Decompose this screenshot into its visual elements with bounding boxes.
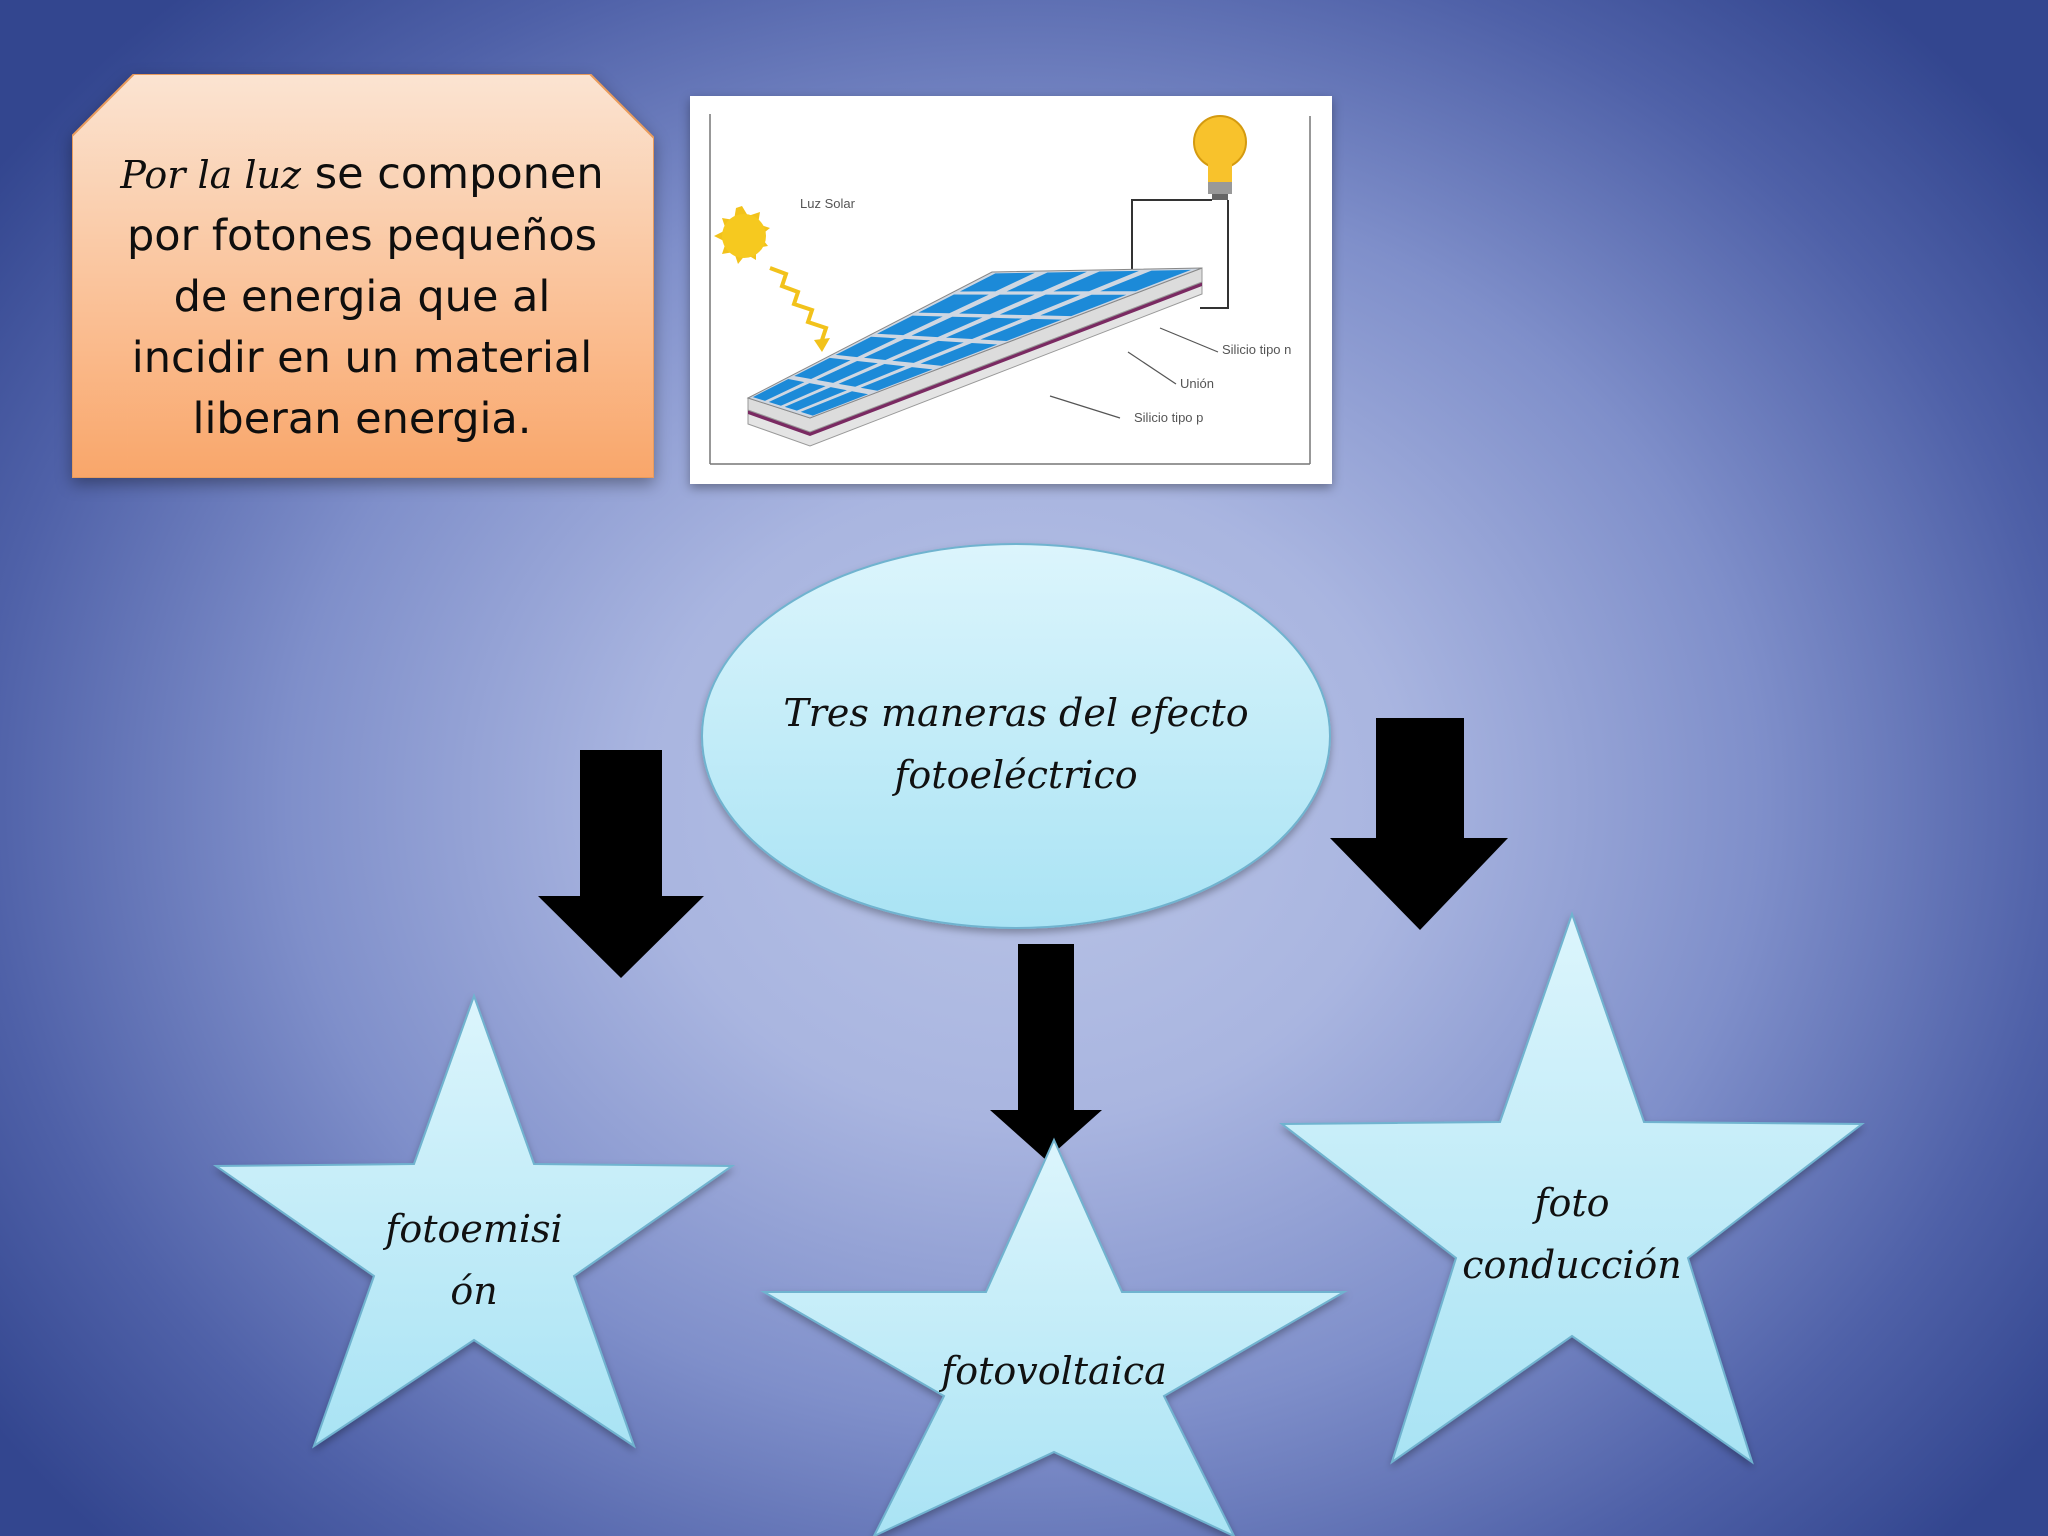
solar-cell (1006, 271, 1087, 292)
solar-cell (959, 272, 1035, 292)
label-sun: Luz Solar (800, 196, 856, 211)
solar-panel-illustration: Luz Solar Silicio tipo n Unión Silicio t… (690, 96, 1332, 484)
star-fotoconduccion-line1: foto (1534, 1181, 1610, 1225)
center-node-text: Tres maneras del efecto fotoeléctrico (756, 682, 1276, 806)
photo-frame-lines (709, 114, 1311, 465)
star-fotovoltaica-line1: fotovoltaica (941, 1349, 1167, 1393)
center-node-line1: Tres maneras del efecto (783, 691, 1249, 735)
callout-body: se componen por fotones pequeños de ener… (126, 149, 604, 444)
star-text-fotoemision: fotoemisi ón (334, 1198, 614, 1322)
callout-box: Por la luz se componen por fotones peque… (72, 74, 654, 478)
arrow-down-icon-center (990, 944, 1102, 1160)
star-fotoemision-line2: ón (450, 1269, 498, 1313)
sun-ray-icon (769, 266, 829, 341)
solar-cell (980, 318, 1062, 341)
star-shape-fotoemision (212, 993, 736, 1449)
solar-cell (959, 294, 1035, 315)
solar-cell (877, 315, 943, 336)
star-shape-fotovoltaica (760, 1137, 1348, 1536)
solar-cell (920, 342, 998, 366)
sun-icon (714, 206, 770, 264)
wire-left (1131, 199, 1212, 282)
label-silicon-n: Silicio tipo n (1222, 342, 1291, 357)
solar-cell (1100, 269, 1192, 292)
star-text-fotovoltaica: fotovoltaica (894, 1340, 1214, 1402)
solar-cell (768, 383, 826, 406)
solar-cell (999, 294, 1081, 316)
solar-cell (1053, 270, 1139, 292)
solar-cell (945, 317, 1023, 340)
solar-cell (800, 391, 869, 416)
star-text-fotoconduccion: foto conducción (1412, 1172, 1732, 1296)
center-node-line2: fotoeléctrico (894, 753, 1138, 797)
star-fotoemision-line1: fotoemisi (385, 1207, 563, 1251)
star-shape-fotoconduccion (1279, 910, 1865, 1465)
solar-panel-icon (746, 267, 1203, 447)
solar-cell (1040, 294, 1127, 317)
callout-text: Por la luz se componen por fotones peque… (112, 144, 612, 450)
solar-cell (860, 367, 933, 391)
solar-cell (794, 357, 851, 379)
callout-lead-italic: Por la luz (120, 153, 302, 197)
arrow-down-icon-left (538, 750, 704, 978)
solar-cell (816, 360, 878, 383)
star-fotoconduccion-line2: conducción (1462, 1243, 1682, 1287)
wire-right (1200, 200, 1229, 309)
solar-cell (892, 340, 964, 363)
light-bulb-icon (1193, 115, 1247, 200)
solar-cell (752, 379, 805, 401)
solar-cell (838, 364, 906, 387)
label-silicon-p: Silicio tipo p (1134, 410, 1203, 425)
solar-cell (918, 294, 989, 314)
solar-cell (835, 336, 897, 358)
label-junction: Unión (1180, 376, 1214, 391)
arrow-down-icon-right (1330, 718, 1508, 930)
solar-cell (863, 338, 931, 360)
center-ellipse (701, 543, 1331, 929)
solar-cell (784, 387, 847, 411)
solar-cell (911, 316, 983, 338)
